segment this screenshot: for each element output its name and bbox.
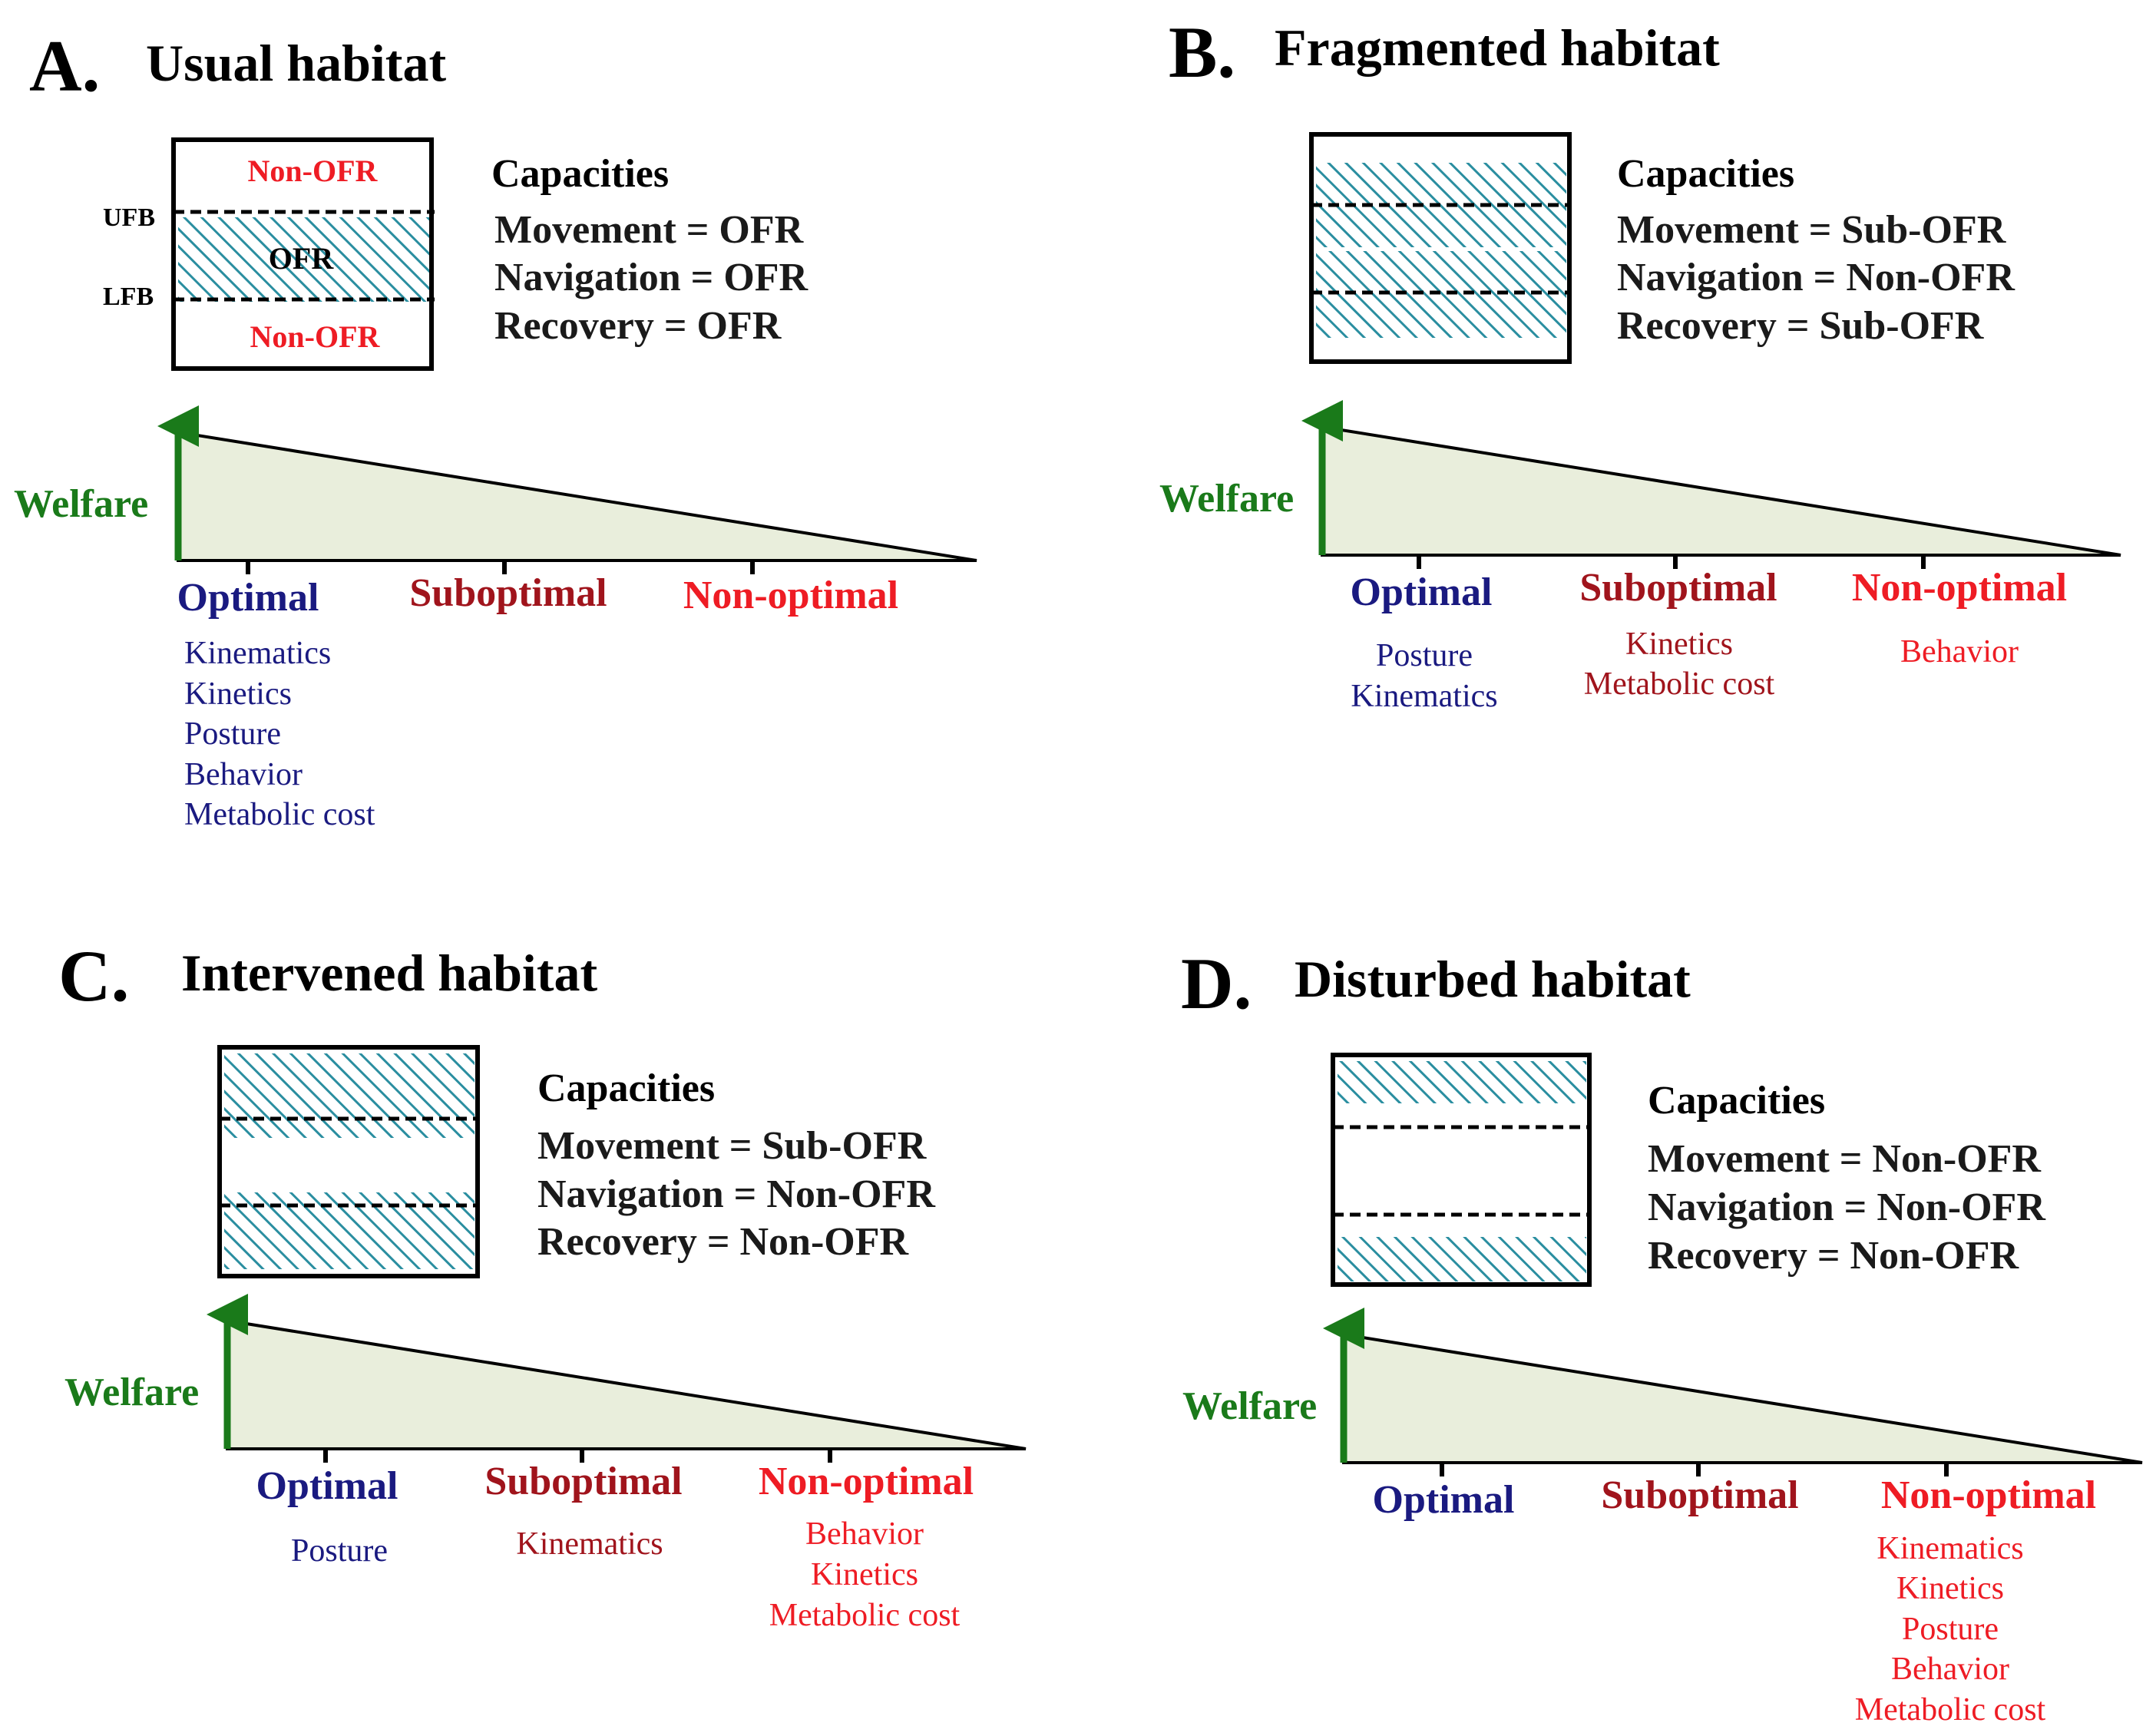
panel-c-welfare-label: Welfare: [64, 1371, 199, 1414]
panel-b-nonoptimal-item: Behavior: [1900, 634, 2019, 670]
panel-c-welfare-triangle: [226, 1318, 1027, 1450]
panel-d-habitat-box: [1331, 1053, 1592, 1287]
panel-a-box-middle-label: OFR: [269, 241, 335, 276]
panel-a-optimal-item: Kinematics: [184, 636, 331, 671]
panel-d-welfare-label: Welfare: [1182, 1384, 1317, 1428]
panel-b-letter: B.: [1169, 12, 1235, 93]
panel-d-capacities-heading: Capacities: [1648, 1079, 1825, 1123]
panel-a-category-suboptimal: Suboptimal: [409, 571, 607, 615]
panel-a: A. Usual habitat Non-OFR OFR Non-OFR UFB…: [14, 25, 977, 832]
panel-b-optimal-item: Kinematics: [1351, 679, 1497, 714]
panel-a-category-nonoptimal: Non-optimal: [683, 574, 898, 617]
panel-a-capacity-movement: Movement = OFR: [494, 208, 805, 252]
panel-a-optimal-item: Metabolic cost: [184, 797, 375, 832]
panel-b-suboptimal-item: Kinetics: [1625, 627, 1733, 662]
panel-b-category-optimal: Optimal: [1351, 570, 1493, 614]
panel-a-optimal-item: Posture: [184, 716, 281, 752]
panel-c-nonoptimal-item: Kinetics: [811, 1557, 918, 1592]
panel-c-category-optimal: Optimal: [256, 1464, 398, 1508]
panel-b-capacity-movement: Movement = Sub-OFR: [1617, 208, 2007, 252]
panel-b: B. Fragmented habitat Capacities Movemen…: [1159, 12, 2121, 714]
panel-d-nonoptimal-item: Behavior: [1891, 1652, 2009, 1687]
panel-d-letter: D.: [1181, 943, 1252, 1024]
panel-c-habitat-box: [217, 1045, 480, 1278]
panel-c-nonoptimal-item: Behavior: [805, 1516, 924, 1552]
panel-c-suboptimal-item: Kinematics: [516, 1526, 663, 1562]
panel-d-title: Disturbed habitat: [1295, 950, 1691, 1008]
panel-c: C. Intervened habitat Capacities Movemen…: [58, 935, 1027, 1633]
panel-d-capacity-recovery: Recovery = Non-OFR: [1648, 1234, 2020, 1278]
panel-b-capacities-heading: Capacities: [1617, 152, 1794, 196]
panel-c-category-nonoptimal: Non-optimal: [759, 1460, 974, 1503]
panel-d-nonoptimal-item: Kinematics: [1877, 1531, 2023, 1566]
panel-a-lfb-label: LFB: [103, 283, 154, 311]
panel-b-capacity-navigation: Navigation = Non-OFR: [1617, 256, 2015, 299]
panel-b-suboptimal-item: Metabolic cost: [1584, 666, 1775, 702]
panel-d-nonoptimal-item: Posture: [1902, 1612, 1999, 1647]
panel-b-habitat-box: [1309, 132, 1572, 364]
panel-a-capacity-navigation: Navigation = OFR: [494, 256, 809, 299]
panel-a-capacity-recovery: Recovery = OFR: [494, 304, 782, 348]
panel-d-category-suboptimal: Suboptimal: [1601, 1473, 1798, 1517]
panel-a-welfare-triangle: [177, 430, 977, 562]
panel-c-capacity-recovery: Recovery = Non-OFR: [537, 1220, 910, 1264]
panel-d-nonoptimal-item: Metabolic cost: [1855, 1692, 2046, 1728]
panel-d-welfare-triangle: [1342, 1332, 2143, 1464]
panel-c-nonoptimal-item: Metabolic cost: [769, 1598, 961, 1633]
panel-a-optimal-item: Behavior: [184, 757, 303, 792]
panel-a-ufb-label: UFB: [103, 203, 155, 232]
panel-a-box-bottom-label: Non-OFR: [250, 319, 381, 354]
panel-d-capacity-movement: Movement = Non-OFR: [1648, 1137, 2042, 1181]
panel-b-capacity-recovery: Recovery = Sub-OFR: [1617, 304, 1985, 348]
panel-d-category-optimal: Optimal: [1373, 1478, 1515, 1522]
panel-a-title: Usual habitat: [146, 34, 446, 92]
panel-a-category-optimal: Optimal: [177, 576, 319, 620]
panel-a-optimal-item: Kinetics: [184, 676, 292, 712]
panel-c-letter: C.: [58, 935, 129, 1017]
panel-b-optimal-item: Posture: [1376, 638, 1473, 673]
panel-a-letter: A.: [29, 25, 100, 107]
panel-d-capacity-navigation: Navigation = Non-OFR: [1648, 1185, 2046, 1229]
panel-c-capacities-heading: Capacities: [537, 1066, 715, 1110]
panel-b-welfare-label: Welfare: [1159, 477, 1294, 521]
panel-a-habitat-box: Non-OFR OFR Non-OFR UFB LFB: [103, 137, 435, 371]
panel-d: D. Disturbed habitat Capacities Movement…: [1181, 943, 2143, 1728]
panel-b-category-nonoptimal: Non-optimal: [1852, 566, 2067, 610]
panel-c-capacity-navigation: Navigation = Non-OFR: [537, 1172, 936, 1216]
panel-c-optimal-item: Posture: [291, 1533, 388, 1569]
panel-b-welfare-triangle: [1321, 425, 2121, 557]
panel-b-title: Fragmented habitat: [1275, 18, 1720, 77]
panel-c-capacity-movement: Movement = Sub-OFR: [537, 1124, 928, 1168]
panel-c-category-suboptimal: Suboptimal: [484, 1460, 682, 1503]
panel-c-title: Intervened habitat: [181, 944, 597, 1002]
panel-a-box-top-label: Non-OFR: [248, 154, 379, 188]
panel-b-category-suboptimal: Suboptimal: [1579, 566, 1777, 610]
panel-a-capacities-heading: Capacities: [491, 152, 669, 196]
panel-d-category-nonoptimal: Non-optimal: [1881, 1473, 2096, 1517]
panel-a-welfare-label: Welfare: [14, 482, 148, 526]
panel-d-nonoptimal-item: Kinetics: [1896, 1571, 2004, 1606]
